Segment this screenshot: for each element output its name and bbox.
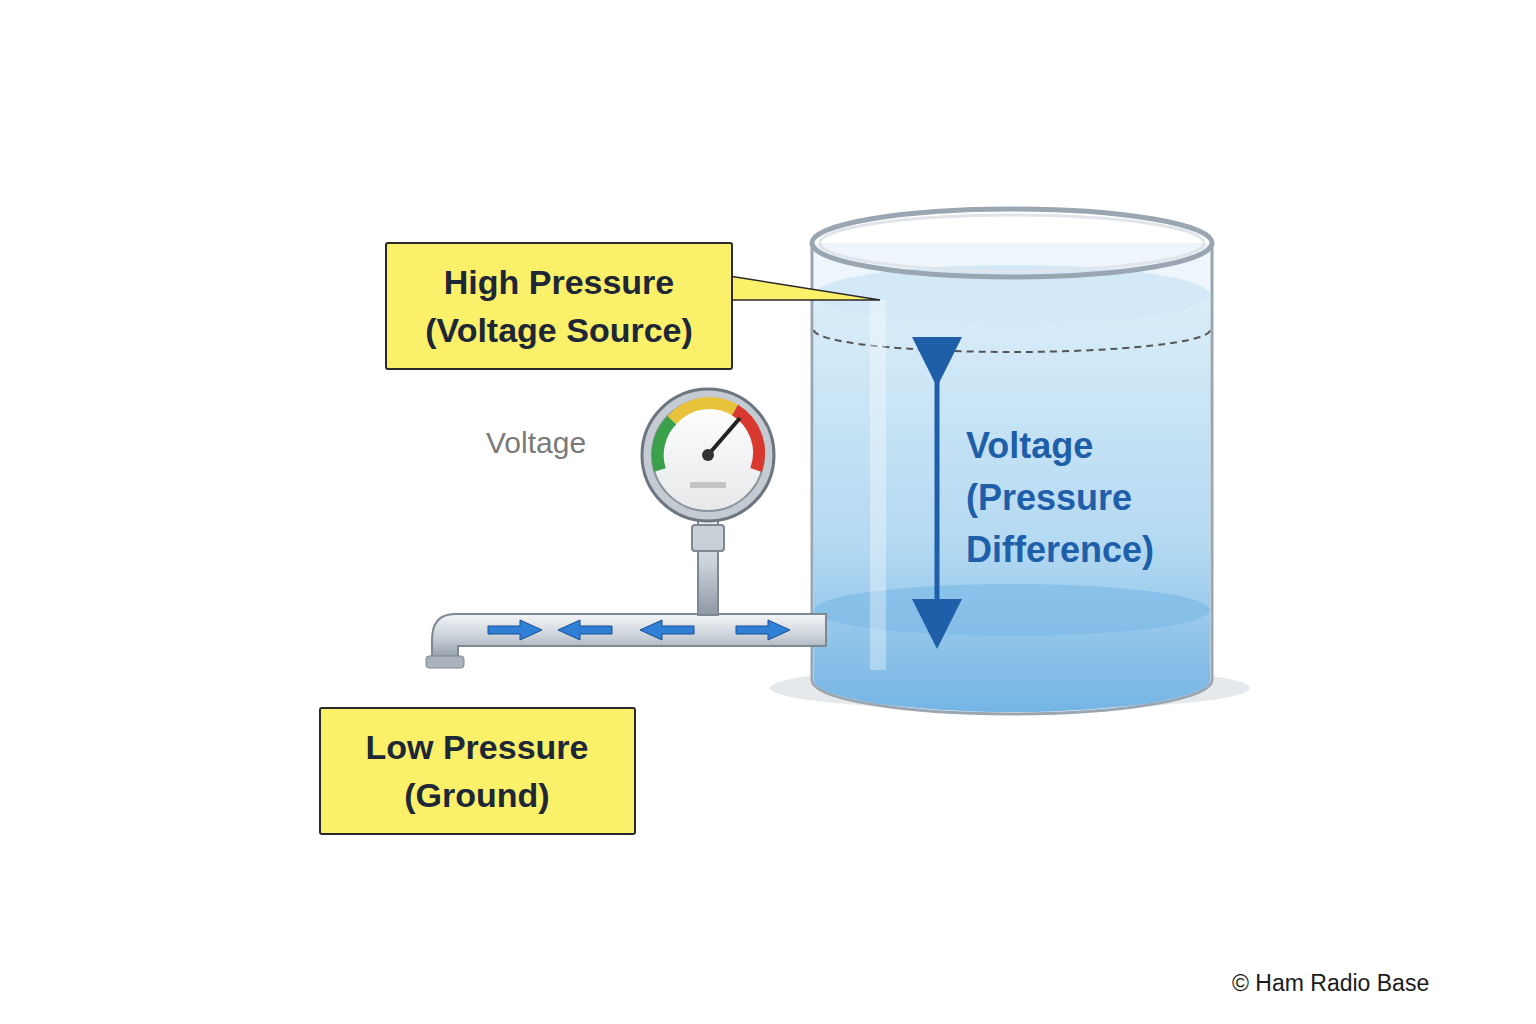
callout-box: High Pressure (Voltage Source) <box>385 242 733 370</box>
tank-label: Voltage (Pressure Difference) <box>966 420 1198 576</box>
callout-box: Low Pressure (Ground) <box>319 707 636 835</box>
callout-text: Low Pressure (Ground) <box>347 723 608 819</box>
callout-text: High Pressure (Voltage Source) <box>413 258 705 354</box>
gauge-label: Voltage <box>486 425 646 461</box>
watermark: © Ham Radio Base <box>1232 968 1492 998</box>
